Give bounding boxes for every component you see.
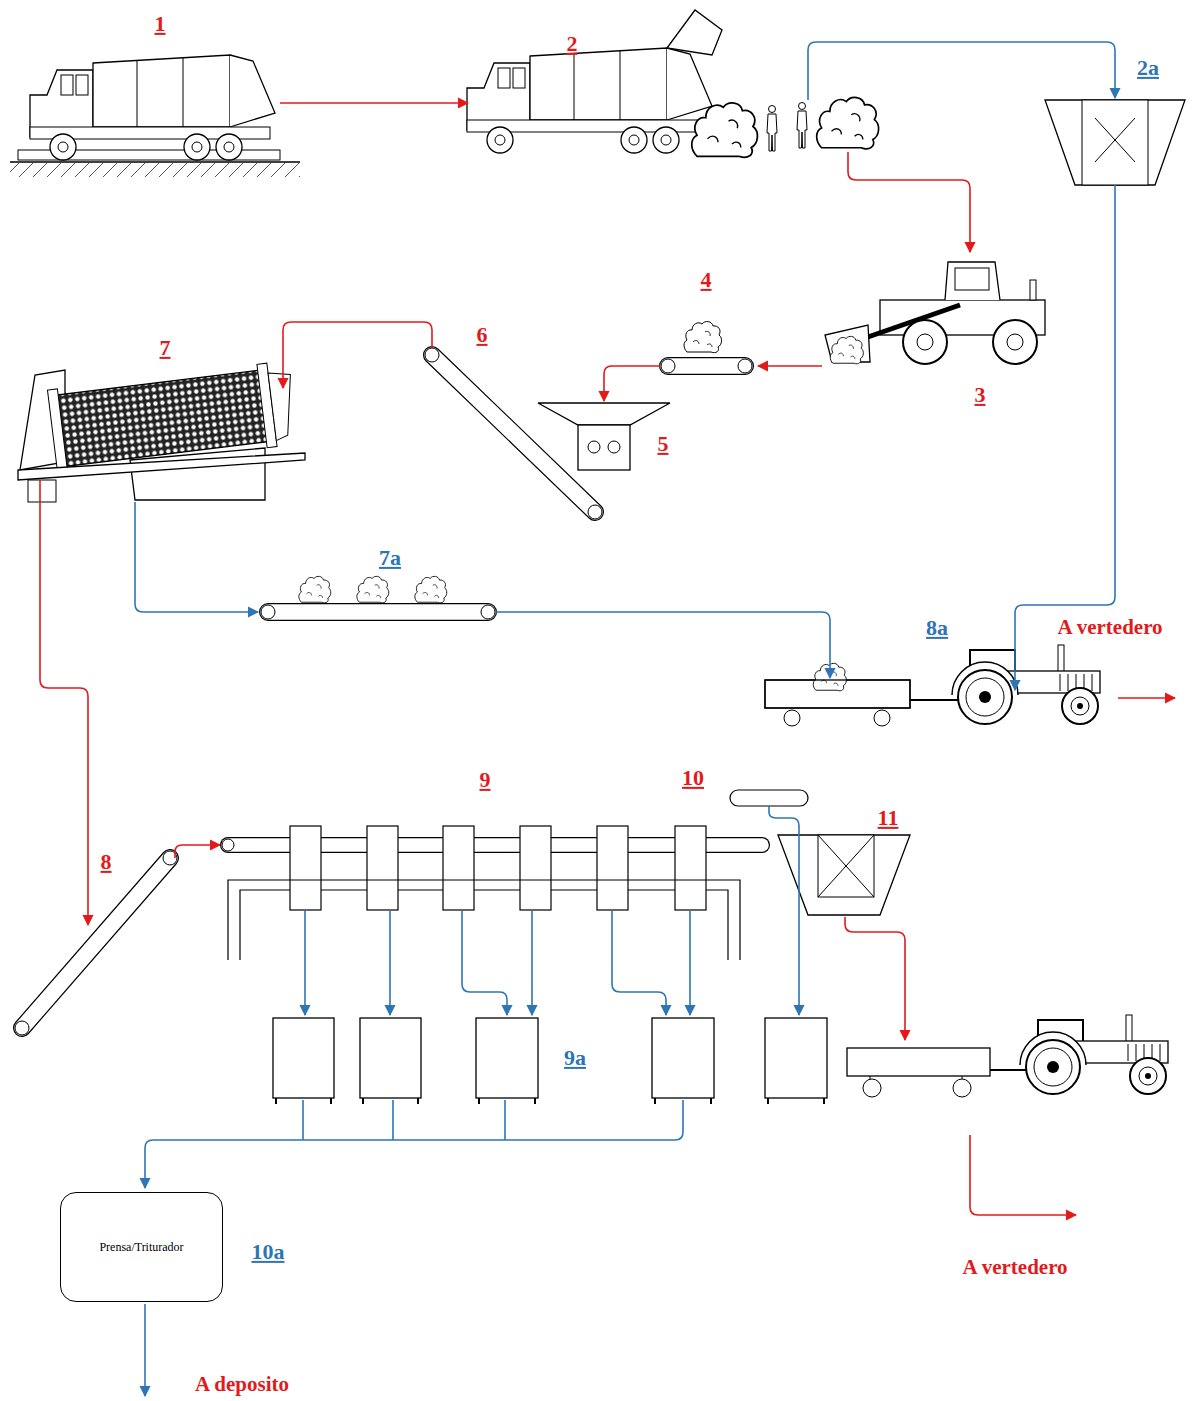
callout-number: 1: [155, 12, 166, 36]
callout-number: 2: [567, 32, 578, 56]
callout-number: 9a: [564, 1046, 586, 1070]
destination-label: A deposito: [195, 1373, 289, 1396]
callout-number: 2a: [1137, 56, 1159, 80]
callout-number: 4: [701, 268, 712, 292]
callout-number: 10: [682, 766, 704, 790]
callout-number: 7: [160, 336, 171, 360]
callout-number: 9: [480, 768, 491, 792]
callout-number: 8a: [926, 616, 948, 640]
callout-number: 8: [101, 850, 112, 874]
destination-label: A vertedero: [962, 1256, 1067, 1279]
callout-number: 3: [975, 383, 986, 407]
callout-number: 5: [658, 432, 669, 456]
callout-number: 11: [878, 806, 899, 830]
callout-number: 6: [477, 323, 488, 347]
callout-number: 10a: [252, 1240, 285, 1264]
process-box: Prensa/Triturador: [60, 1192, 223, 1302]
destination-label: A vertedero: [1057, 616, 1162, 639]
box-text: Prensa/Triturador: [99, 1240, 183, 1255]
callout-number: 7a: [379, 546, 401, 570]
